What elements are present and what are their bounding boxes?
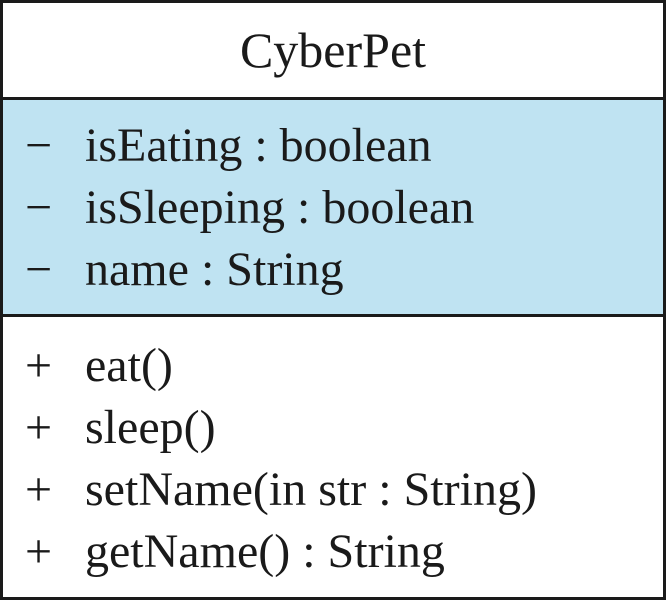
- attributes-compartment: − isEating : boolean − isSleeping : bool…: [3, 100, 663, 317]
- operations-compartment: + eat() + sleep() + setName(in str : Str…: [3, 317, 663, 597]
- private-visibility-marker: −: [25, 181, 53, 234]
- operation-row: + sleep(): [25, 397, 663, 459]
- public-visibility-marker: +: [25, 401, 53, 454]
- attribute-row: − isEating : boolean: [25, 115, 663, 177]
- attribute-text: isEating : boolean: [85, 119, 432, 172]
- operation-row: + getName() : String: [25, 521, 663, 583]
- attribute-text: name : String: [85, 243, 344, 296]
- public-visibility-marker: +: [25, 525, 53, 578]
- operation-text: setName(in str : String): [85, 463, 537, 516]
- operation-row: + setName(in str : String): [25, 459, 663, 521]
- class-name: CyberPet: [3, 3, 663, 100]
- private-visibility-marker: −: [25, 243, 53, 296]
- attribute-row: − isSleeping : boolean: [25, 177, 663, 239]
- operation-text: sleep(): [85, 401, 216, 454]
- attribute-row: − name : String: [25, 239, 663, 301]
- private-visibility-marker: −: [25, 119, 53, 172]
- operation-row: + eat(): [25, 335, 663, 397]
- public-visibility-marker: +: [25, 339, 53, 392]
- operation-text: getName() : String: [85, 525, 445, 578]
- public-visibility-marker: +: [25, 463, 53, 516]
- operation-text: eat(): [85, 339, 173, 392]
- attribute-text: isSleeping : boolean: [85, 181, 475, 234]
